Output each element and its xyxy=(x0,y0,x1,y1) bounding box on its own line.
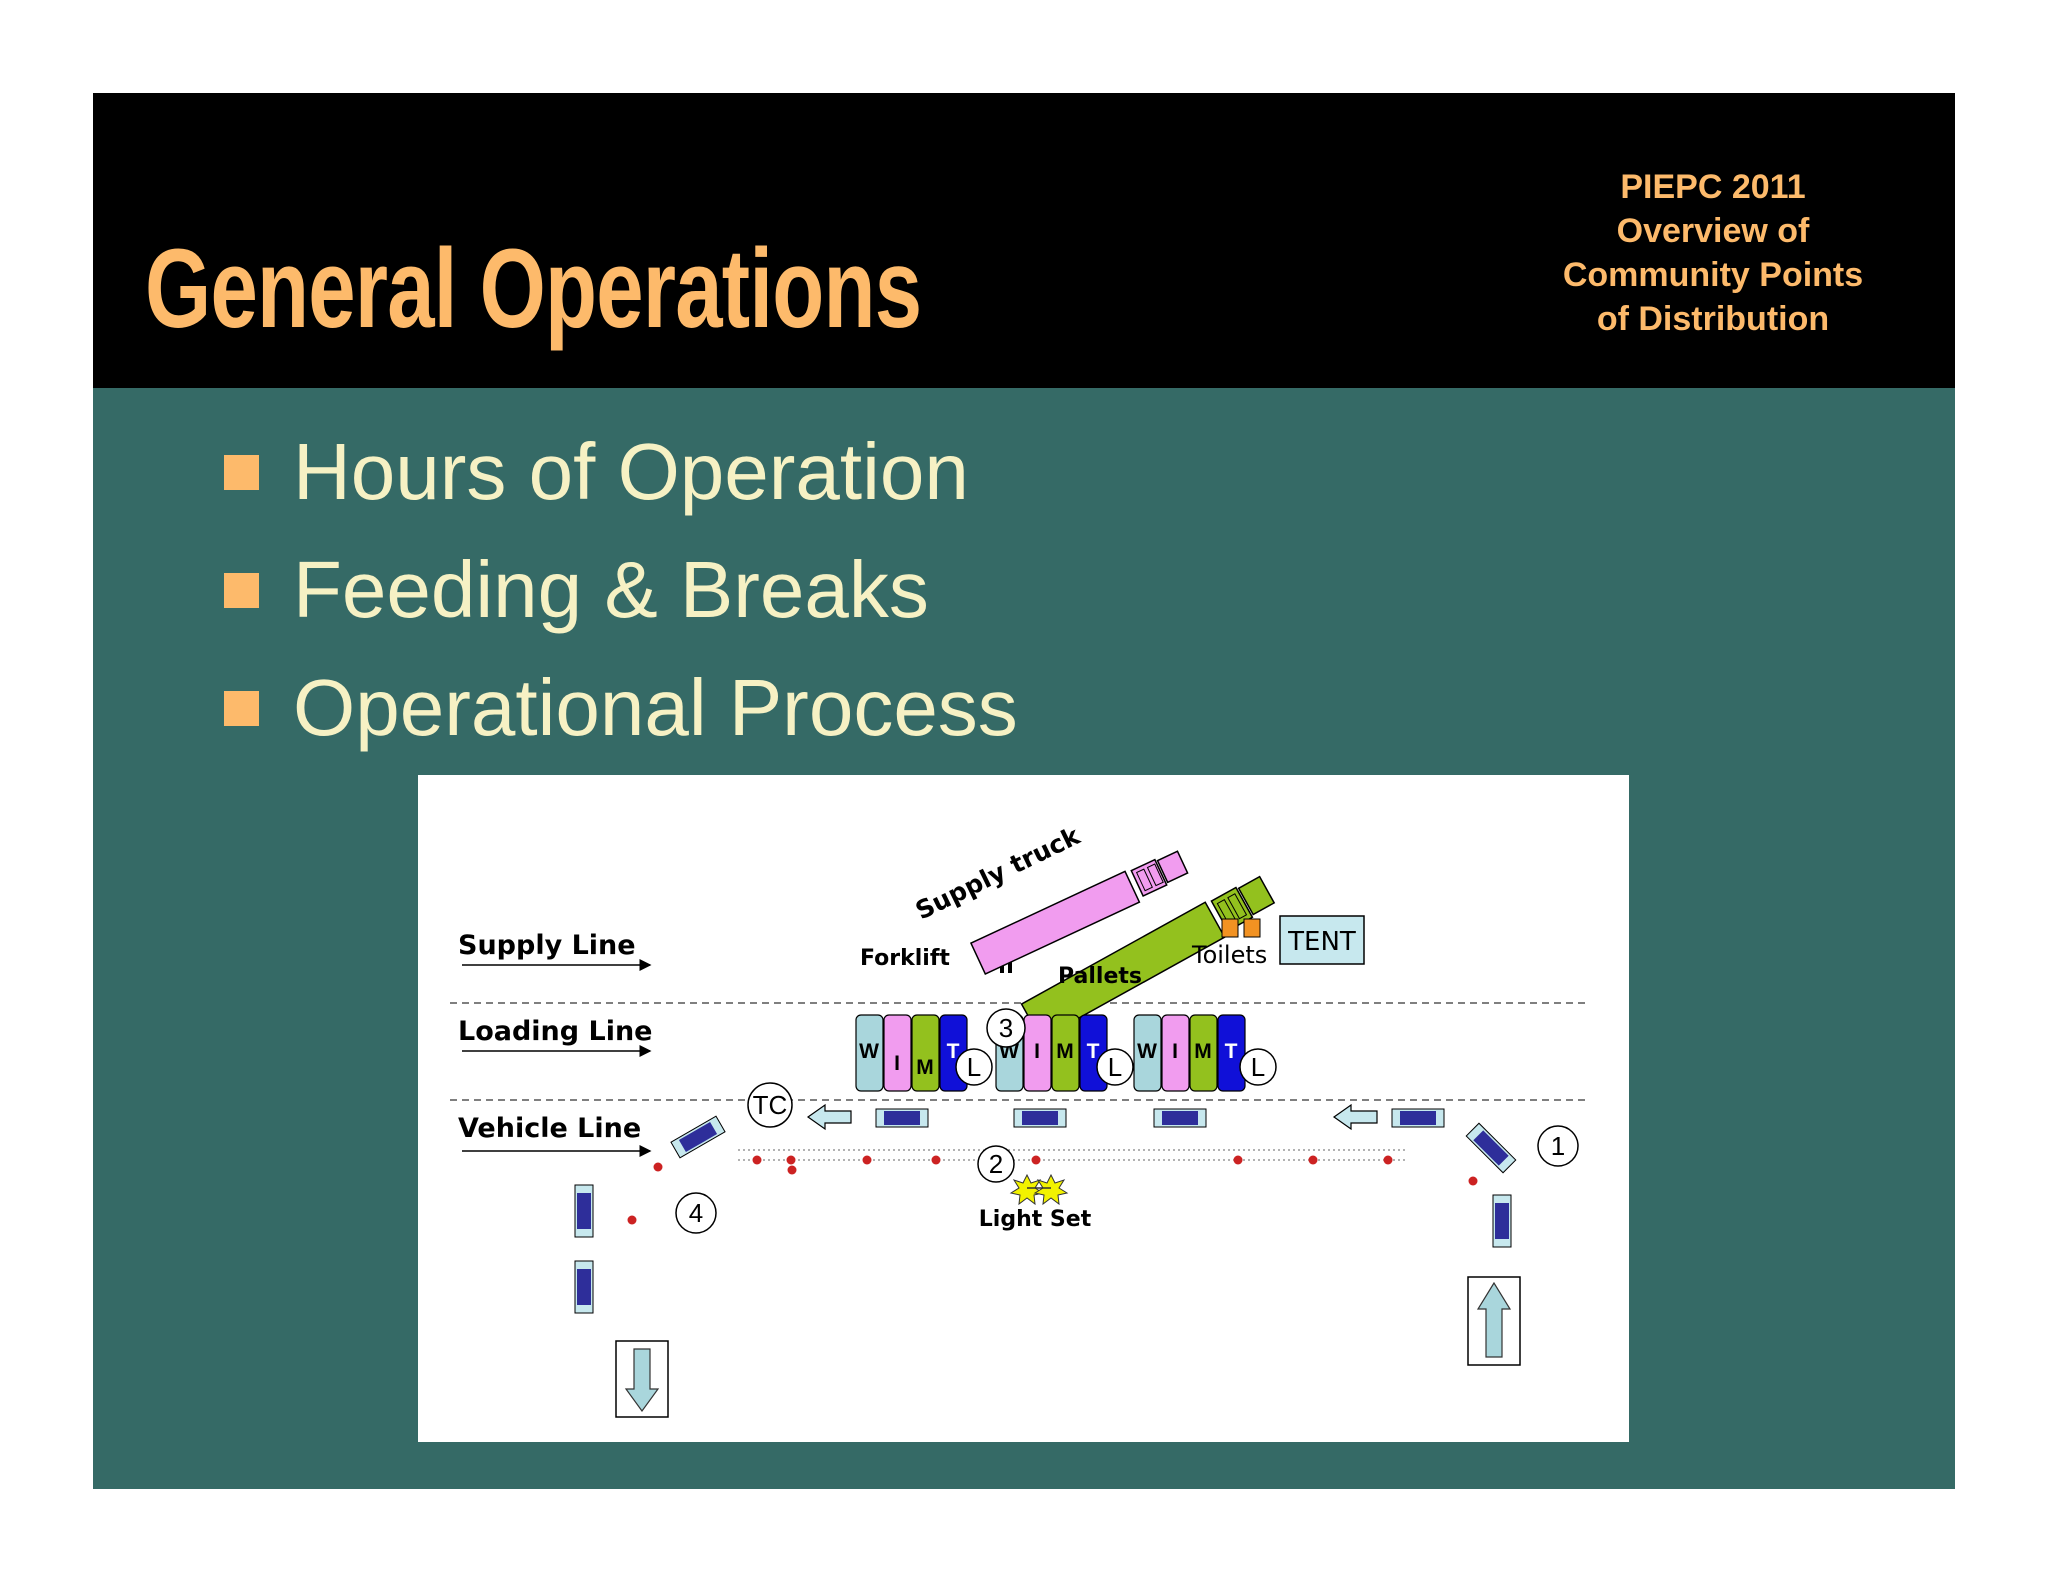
toilet-icon xyxy=(1221,918,1239,938)
station-i xyxy=(1023,1014,1052,1092)
station-group: W I M T L xyxy=(855,1014,993,1092)
vehicle-icon xyxy=(875,1108,929,1128)
vehicle-icon xyxy=(670,1115,726,1159)
light-set-label: Light Set xyxy=(979,1207,1092,1232)
toilet-icon xyxy=(1243,918,1261,938)
step-2-marker xyxy=(977,1145,1015,1183)
step-4-marker xyxy=(675,1192,717,1234)
cone-icon xyxy=(1308,1155,1318,1165)
vehicle-icon xyxy=(574,1184,594,1238)
vehicle-icon xyxy=(1465,1122,1517,1174)
vehicle-icon xyxy=(1013,1108,1067,1128)
pod-layout-diagram: Supply Line Loading Line Vehicle Line Fo… xyxy=(418,775,1629,1442)
supply-line-label: Supply Line xyxy=(458,930,636,961)
step-2-number: 2 xyxy=(989,1149,1003,1179)
station-w xyxy=(1133,1014,1162,1092)
left-arrow-icon xyxy=(1332,1103,1378,1131)
supply-truck-icon xyxy=(969,850,1189,975)
step-3-marker xyxy=(986,1008,1026,1048)
pallets-label: Pallets xyxy=(1058,964,1142,989)
cone-icon xyxy=(931,1155,941,1165)
station-letter: I xyxy=(894,1052,900,1075)
cone-icon xyxy=(1468,1176,1478,1186)
tent-label: TENT xyxy=(1287,927,1356,957)
bullet-text: Operational Process xyxy=(293,663,1018,752)
station-group: W I M T L xyxy=(1133,1014,1277,1092)
loader-letter: L xyxy=(1251,1052,1265,1082)
vehicle-line-label: Vehicle Line xyxy=(458,1113,641,1144)
cone-icon xyxy=(1031,1155,1041,1165)
subtitle-line: Overview of xyxy=(1616,212,1810,250)
step-4-number: 4 xyxy=(689,1198,703,1228)
step-3-number: 3 xyxy=(999,1013,1013,1043)
loader-marker xyxy=(955,1048,993,1086)
subtitle-line: of Distribution xyxy=(1596,300,1830,338)
exit-arrow-icon xyxy=(615,1340,669,1418)
bullet-item: Feeding & Breaks xyxy=(224,531,1018,649)
station-letter: M xyxy=(1056,1040,1074,1063)
station-m xyxy=(911,1014,940,1092)
station-letter: I xyxy=(1172,1040,1178,1063)
cone-icon xyxy=(752,1155,762,1165)
vehicle-icon xyxy=(574,1260,594,1314)
bullet-square-icon xyxy=(224,572,259,608)
toilets-label: Toilets xyxy=(1191,941,1267,969)
vehicle-icon xyxy=(1492,1194,1512,1248)
subtitle-line: PIEPC 2011 xyxy=(1620,168,1806,206)
left-arrow-icon xyxy=(806,1103,852,1131)
station-m xyxy=(1189,1014,1218,1092)
cone-icon xyxy=(627,1215,637,1225)
bullet-item: Operational Process xyxy=(224,649,1018,767)
subtitle-line: Community Points xyxy=(1562,256,1864,294)
cone-icon xyxy=(1383,1155,1393,1165)
station-letter: I xyxy=(1034,1040,1040,1063)
station-w xyxy=(855,1014,884,1092)
cone-icon xyxy=(862,1155,872,1165)
station-letter: M xyxy=(916,1056,934,1079)
bullet-item: Hours of Operation xyxy=(224,413,1018,531)
station-i xyxy=(883,1014,912,1092)
vehicle-icon xyxy=(1153,1108,1207,1128)
station-letter: T xyxy=(1225,1040,1238,1063)
light-set-icon xyxy=(1009,1173,1069,1206)
station-letter: T xyxy=(947,1040,960,1063)
loader-marker xyxy=(1096,1048,1134,1086)
slide-title: General Operations xyxy=(145,226,922,351)
bullet-square-icon xyxy=(224,690,259,726)
cone-icon xyxy=(1233,1155,1243,1165)
bullet-text: Hours of Operation xyxy=(293,427,969,516)
diagram-canvas: Supply Line Loading Line Vehicle Line Fo… xyxy=(450,820,1590,1418)
station-m xyxy=(1051,1014,1080,1092)
traffic-control-label: TC xyxy=(753,1090,788,1120)
slide: General Operations PIEPC 2011 Overview o… xyxy=(93,93,1955,1489)
cone-icon xyxy=(786,1155,796,1165)
loading-line-label: Loading Line xyxy=(458,1016,653,1047)
loader-letter: L xyxy=(967,1052,981,1082)
slide-header: General Operations PIEPC 2011 Overview o… xyxy=(93,93,1955,388)
traffic-control-marker xyxy=(747,1082,793,1128)
slide-subtitle: PIEPC 2011 Overview of Community Points … xyxy=(1513,165,1913,341)
station-t xyxy=(1217,1014,1246,1092)
cone-icon xyxy=(787,1165,797,1175)
station-letter: W xyxy=(1137,1040,1157,1063)
cone-icon xyxy=(653,1162,663,1172)
bullet-text: Feeding & Breaks xyxy=(293,545,929,634)
step-1-marker xyxy=(1537,1125,1579,1167)
station-letter: T xyxy=(1087,1040,1100,1063)
tent-icon xyxy=(1279,915,1365,965)
step-1-number: 1 xyxy=(1551,1131,1565,1161)
loader-marker xyxy=(1239,1048,1277,1086)
station-letter: W xyxy=(859,1040,879,1063)
forklift-label: Forklift xyxy=(860,946,950,971)
station-letter: M xyxy=(1194,1040,1212,1063)
bullet-square-icon xyxy=(224,454,259,490)
loader-letter: L xyxy=(1108,1052,1122,1082)
station-i xyxy=(1161,1014,1190,1092)
entrance-arrow-icon xyxy=(1467,1276,1521,1366)
vehicle-icon xyxy=(1391,1108,1445,1128)
bullet-list: Hours of Operation Feeding & Breaks Oper… xyxy=(224,413,1018,767)
